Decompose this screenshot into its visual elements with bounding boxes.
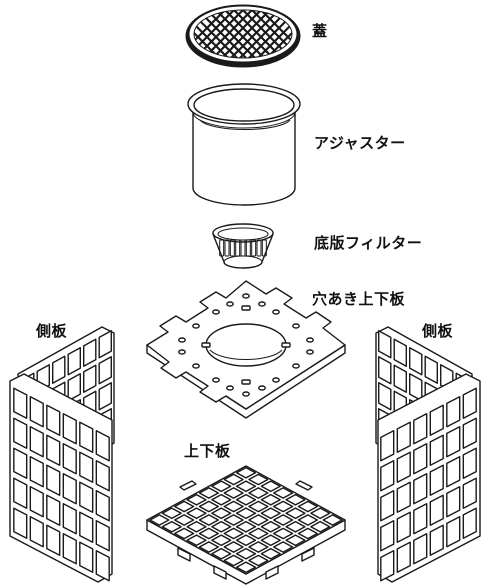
label-perforated-plate: 穴あき上下板: [312, 290, 406, 308]
side-panel-left: [9, 326, 115, 583]
lid-part: [185, 4, 301, 68]
perforated-plate-part: [146, 280, 346, 419]
label-side-panel-right: 側板: [422, 322, 454, 340]
label-side-panel-left: 側板: [36, 322, 68, 340]
label-bottom-filter: 底版フィルター: [314, 234, 423, 252]
label-top-bottom-plate: 上下板: [184, 442, 231, 460]
label-adjuster: アジャスター: [314, 134, 406, 152]
side-panel-right: [375, 326, 481, 583]
adjuster-part: [187, 83, 301, 206]
label-lid: 蓋: [312, 22, 328, 40]
grid-plate-part: [146, 465, 346, 585]
bottom-filter-part: [212, 223, 274, 269]
